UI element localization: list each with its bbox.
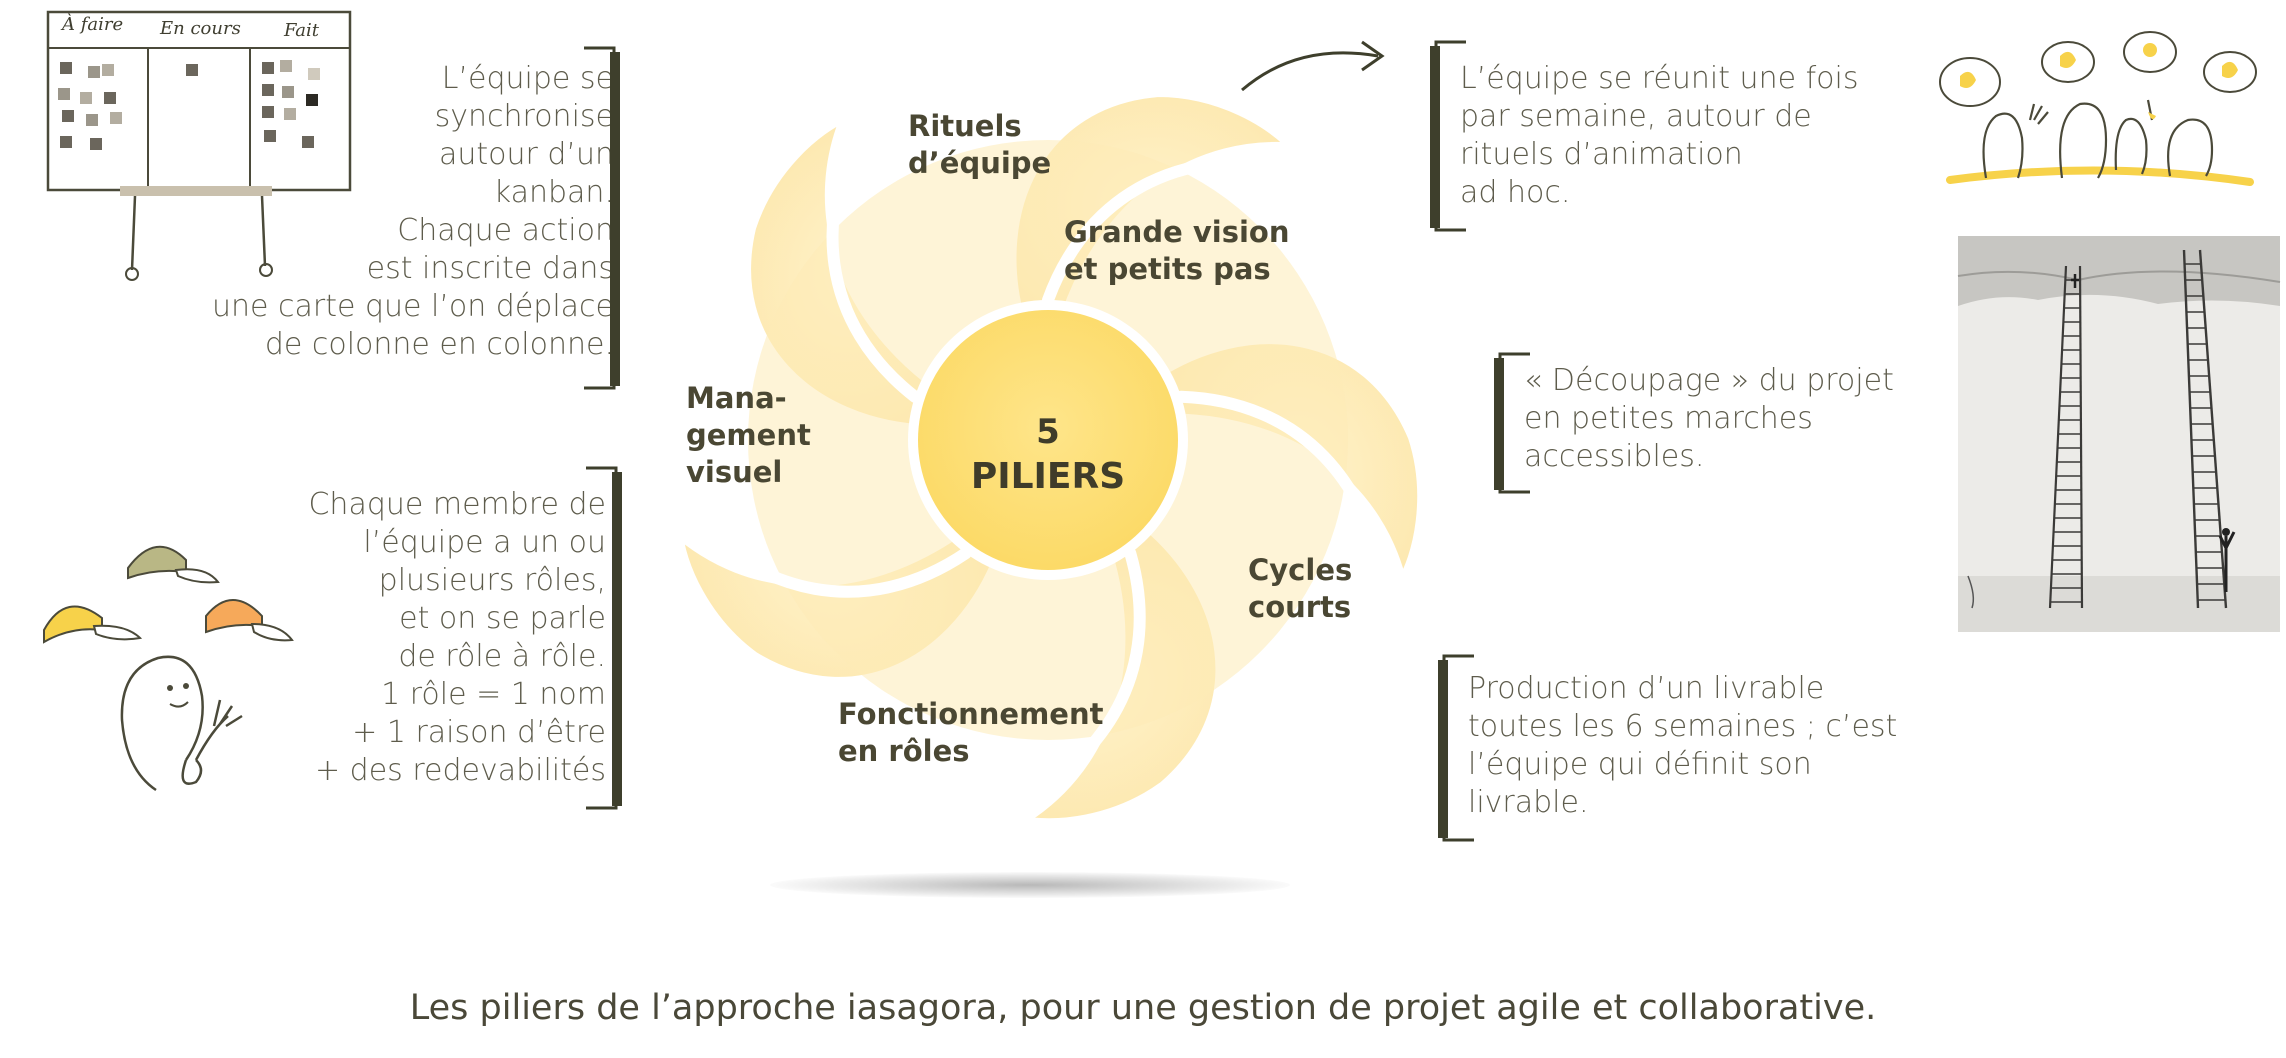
bracket-roles bbox=[586, 466, 622, 810]
kanban-column-doing: En cours bbox=[160, 18, 241, 39]
bracket-decoupage bbox=[1494, 352, 1530, 494]
center-word: PILIERS bbox=[970, 456, 1126, 497]
pillars-flower bbox=[664, 82, 1432, 833]
kanban-column-todo: À faire bbox=[62, 14, 124, 35]
kanban-board-illustration bbox=[46, 10, 352, 281]
bracket-kanban bbox=[584, 46, 620, 390]
bracket-production bbox=[1438, 654, 1474, 842]
caption: Les piliers de l’approche iasagora, pour… bbox=[409, 988, 1877, 1028]
roles-caps-illustration bbox=[43, 545, 294, 792]
center-number: 5 bbox=[1036, 412, 1060, 452]
team-meeting-illustration bbox=[1939, 31, 2257, 186]
kanban-column-done: Fait bbox=[284, 20, 319, 41]
ladders-sketch bbox=[1957, 236, 2281, 632]
diagram-shadow bbox=[770, 872, 1290, 898]
bracket-rituels bbox=[1430, 40, 1466, 232]
arrow-icon bbox=[1241, 40, 1385, 92]
